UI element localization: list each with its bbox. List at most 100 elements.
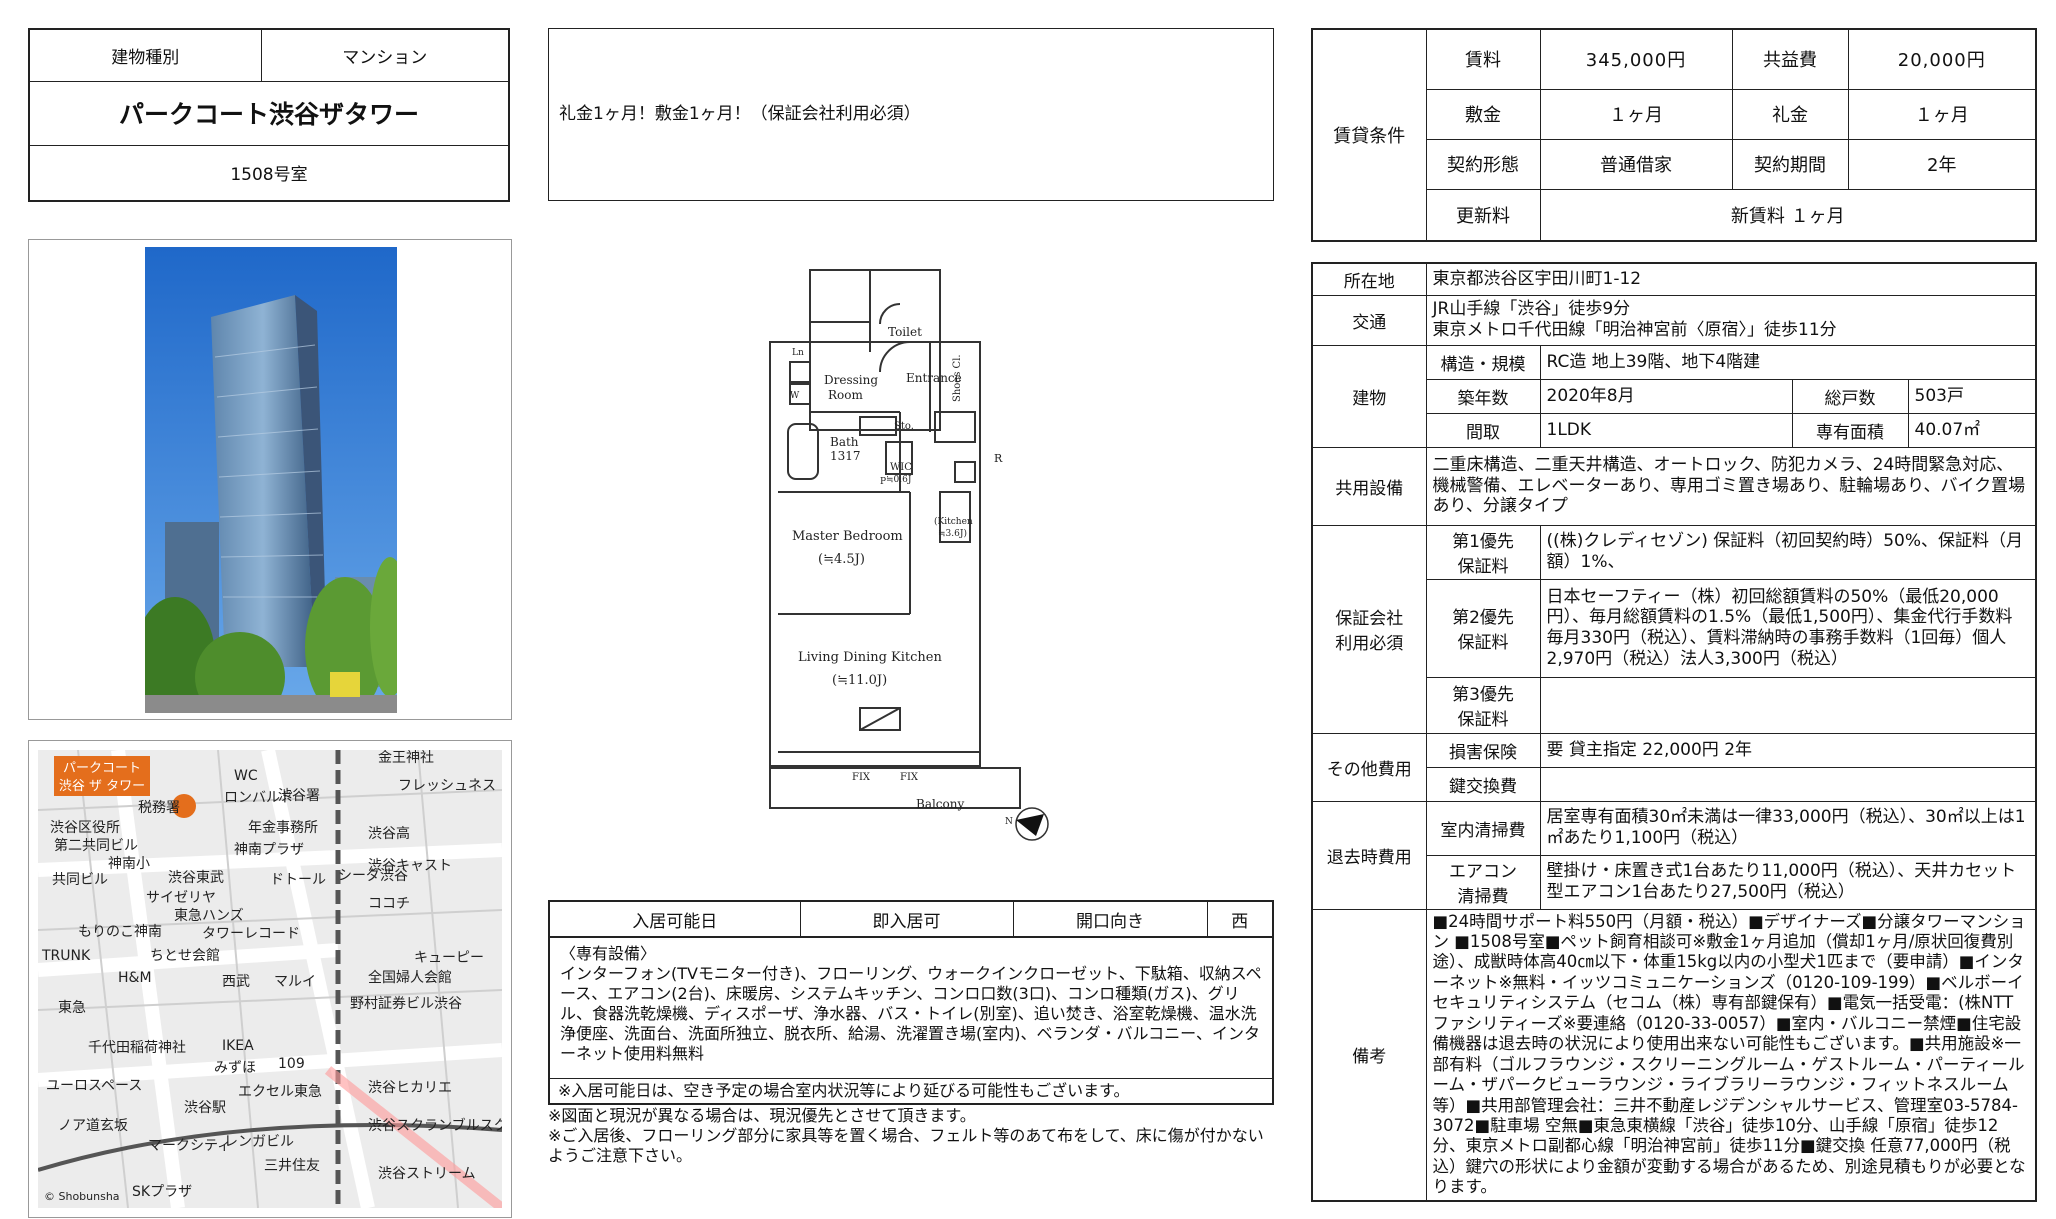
building-photo <box>145 247 397 713</box>
building-type-label: 建物種別 <box>28 28 262 82</box>
transport-label: 交通 <box>1311 294 1427 346</box>
fp-kitchen-size: ≒3.6J) <box>938 528 967 539</box>
rent-conditions-table: 賃貸条件 賃料 345,000円 共益費 20,000円 敷金 １ヶ月 礼金 １… <box>1311 28 2037 242</box>
fp-room: Room <box>828 388 863 402</box>
cleaning-value: 居室専有面積30㎡未満は一律33,000円（税込）、30㎡以上は1㎡あたり1,1… <box>1539 800 2037 856</box>
map-label: レンガビル <box>224 1134 294 1150</box>
guarantee-1-value: ((株)クレディセゾン) 保証料（初回契約時）50%、保証料（月額）1%、 <box>1539 524 2037 580</box>
address-label: 所在地 <box>1311 262 1427 296</box>
map-label: ちとせ会館 <box>150 947 220 964</box>
transport-line-1: JR山手線「渋谷」徒歩9分 <box>1432 299 1631 320</box>
map-label: 金王神社 <box>378 750 434 766</box>
rent-value: 345,000円 <box>1539 28 1733 90</box>
guarantee-3-value <box>1539 676 2037 734</box>
layout-value: 1LDK <box>1539 412 1793 448</box>
units-label: 総戸数 <box>1791 378 1909 414</box>
direction-value: 西 <box>1206 900 1274 938</box>
fp-entrance: Entrance <box>906 371 962 385</box>
shared-facilities-label: 共用設備 <box>1311 446 1427 526</box>
area-map-frame: パークコート 渋谷 ザ タワー 税務署渋谷区役所第二共同ビル神南小共同ビル渋谷東… <box>28 740 512 1218</box>
built-value: 2020年8月 <box>1539 378 1793 414</box>
key-change-label: 鍵交換費 <box>1425 766 1541 802</box>
fp-balcony: Balcony <box>916 797 964 811</box>
fp-north: N <box>1005 817 1013 827</box>
guarantee-label: 保証会社 利用必須 <box>1311 524 1427 734</box>
contract-type-label: 契約形態 <box>1425 138 1541 190</box>
floorplan: Toilet Dressing Room Entrance Shoes Cl. … <box>769 269 1049 841</box>
map-property-name-line1: パークコート <box>63 761 141 776</box>
map-label: マークシティ <box>148 1138 231 1154</box>
rent-conditions-header: 賃貸条件 <box>1311 28 1427 242</box>
cleaning-label: 室内清掃費 <box>1425 800 1541 856</box>
key-money-value: １ヶ月 <box>1847 88 2037 140</box>
map-label: 109 <box>278 1056 305 1072</box>
availability-table: 入居可能日 即入居可 開口向き 西 <box>548 900 1274 938</box>
rent-label: 賃料 <box>1425 28 1541 90</box>
map-label: 渋谷東武 <box>168 870 224 886</box>
map-label: ノア道玄坂 <box>58 1117 128 1134</box>
building-type-value: マンション <box>260 28 510 82</box>
map-label: TRUNK <box>41 948 91 964</box>
layout-label: 間取 <box>1425 412 1541 448</box>
map-label: SKプラザ <box>132 1184 192 1200</box>
equipment-title: 〈専有設備〉 <box>560 944 657 963</box>
fp-bath: Bath <box>830 435 859 449</box>
deposit-label: 敷金 <box>1425 88 1541 140</box>
property-details-table: 所在地 東京都渋谷区宇田川町1-12 交通 JR山手線「渋谷」徒歩9分 東京メト… <box>1311 262 2037 1202</box>
room-number: 1508号室 <box>28 144 510 202</box>
map-label: もりのこ神南 <box>78 924 162 940</box>
contract-period-label: 契約期間 <box>1731 138 1849 190</box>
key-money-label: 礼金 <box>1731 88 1849 140</box>
map-label: 東急 <box>58 1000 86 1016</box>
common-fee-value: 20,000円 <box>1847 28 2037 90</box>
building-photo-frame <box>28 239 512 720</box>
area-map: パークコート 渋谷 ザ タワー 税務署渋谷区役所第二共同ビル神南小共同ビル渋谷東… <box>38 750 502 1208</box>
map-label: WC <box>234 768 258 784</box>
memo-box: 礼金1ヶ月！敷金1ヶ月！（保証会社利用必須） <box>548 28 1274 201</box>
area-label: 専有面積 <box>1791 412 1909 448</box>
key-change-value <box>1539 766 2037 802</box>
renewal-value: 新賃料 １ヶ月 <box>1539 188 2037 242</box>
moveout-fees-label: 退去時費用 <box>1311 800 1427 910</box>
map-label: H&M <box>118 970 152 986</box>
contract-period-value: 2年 <box>1847 138 2037 190</box>
map-label: 渋谷区役所 <box>50 820 120 836</box>
remarks-label: 備考 <box>1311 908 1427 1202</box>
fp-r: R <box>994 452 1003 465</box>
map-label: 税務署 <box>138 800 180 816</box>
notes-block: ※図面と現況が異なる場合は、現況優先とさせて頂きます。 ※ご入居後、フローリング… <box>548 1106 1274 1166</box>
map-labels: 税務署渋谷区役所第二共同ビル神南小共同ビル渋谷東武サイゼリヤ東急ハンズもりのこ神… <box>41 750 502 1200</box>
map-label: 第二共同ビル <box>54 837 138 854</box>
map-label: フレッシュネス <box>398 778 496 794</box>
map-label: サイゼリヤ <box>146 890 216 906</box>
availability-label: 入居可能日 <box>548 900 801 938</box>
map-label: 東急ハンズ <box>174 908 244 924</box>
map-label: キューピー <box>414 950 484 966</box>
equipment-text: インターフォン(TVモニター付き)、フローリング、ウォークインクローゼット、下駄… <box>560 964 1262 1063</box>
fp-wic: WIC <box>890 462 912 473</box>
map-label: 千代田稲荷神社 <box>88 1040 186 1056</box>
common-fee-label: 共益費 <box>1731 28 1849 90</box>
direction-label: 開口向き <box>1012 900 1208 938</box>
deposit-value: １ヶ月 <box>1539 88 1733 140</box>
map-label: マルイ <box>274 974 316 990</box>
guarantee-2-value: 日本セーフティー（株）初回総額賃料の50%（最低20,000円）、毎月総額賃料の… <box>1539 578 2037 678</box>
fp-ldk: Living Dining Kitchen <box>798 650 942 665</box>
fp-p: P <box>880 477 886 487</box>
map-label: 渋谷駅 <box>184 1100 226 1116</box>
fp-toilet: Toilet <box>888 325 922 339</box>
guarantee-3-label: 第3優先 保証料 <box>1425 676 1541 734</box>
map-label: 年金事務所 <box>248 820 318 836</box>
guarantee-2-label: 第2優先 保証料 <box>1425 578 1541 678</box>
fp-fix-2: FIX <box>900 772 919 783</box>
insurance-label: 損害保険 <box>1425 732 1541 768</box>
units-value: 503戸 <box>1907 378 2037 414</box>
renewal-label: 更新料 <box>1425 188 1541 242</box>
map-label: タワーレコード <box>202 926 300 942</box>
structure-label: 構造・規模 <box>1425 344 1541 380</box>
fp-ln: Ln <box>792 348 804 358</box>
map-label: ロンバルド <box>224 790 294 806</box>
insurance-value: 要 貸主指定 22,000円 2年 <box>1539 732 2037 768</box>
transport-line-2: 東京メトロ千代田線「明治神宮前〈原宿〉」徒歩11分 <box>1432 320 1837 340</box>
other-fees-label: その他費用 <box>1311 732 1427 802</box>
